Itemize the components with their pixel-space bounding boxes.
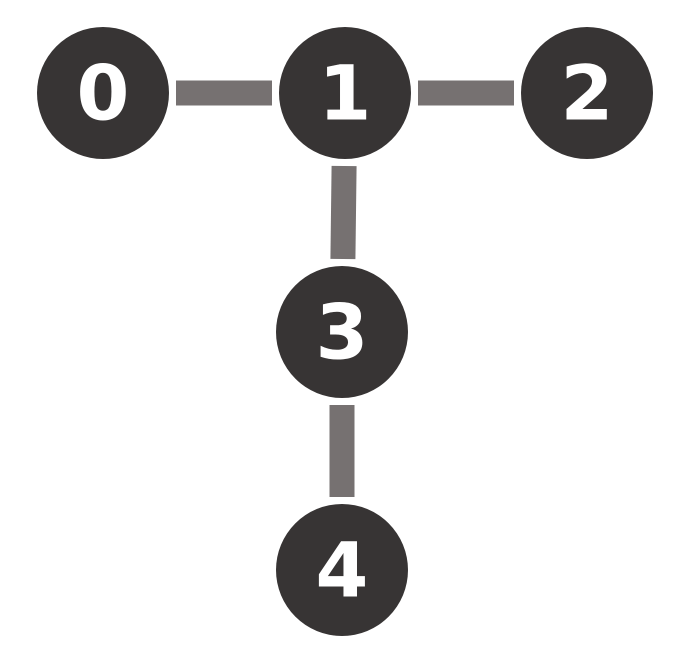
node-circle [276, 504, 408, 636]
node-label: 4 [316, 526, 369, 615]
node-label: 3 [316, 288, 369, 377]
node-circle [279, 27, 411, 159]
graph-node-1: 1 [279, 27, 411, 159]
graph-edge-1-3 [330, 165, 357, 260]
node-label: 1 [319, 49, 372, 138]
node-circle [37, 27, 169, 159]
graph-node-0: 0 [37, 27, 169, 159]
graph-node-2: 2 [521, 27, 653, 159]
graph-node-3: 3 [276, 266, 408, 398]
node-label: 2 [561, 49, 614, 138]
node-label: 0 [77, 49, 130, 138]
node-circle [276, 266, 408, 398]
node-circle [521, 27, 653, 159]
graph-node-4: 4 [276, 504, 408, 636]
